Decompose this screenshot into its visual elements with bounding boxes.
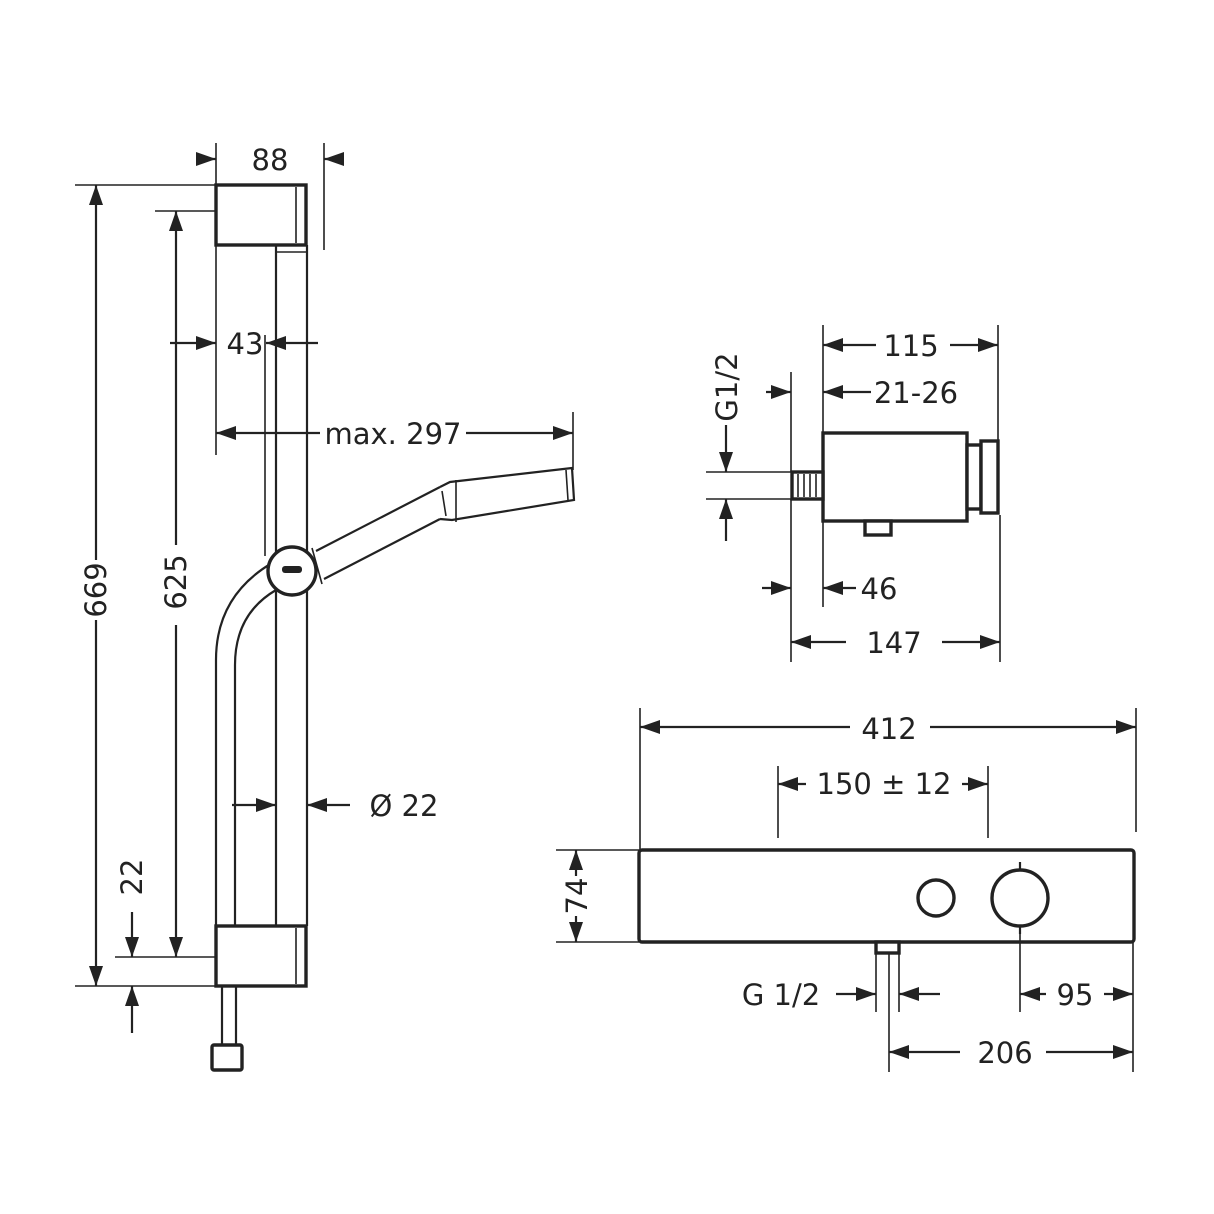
dim-outlet-thread: G1/2 bbox=[706, 352, 792, 541]
dim-outlet-depth: 115 bbox=[822, 325, 999, 441]
hand-shower bbox=[315, 466, 576, 580]
dim-rail-height-inner: 625 bbox=[155, 210, 216, 958]
dim-knob-offset: 95 bbox=[1019, 930, 1134, 1072]
dim-label-46: 46 bbox=[861, 572, 898, 606]
dim-label-g12-vertical: G1/2 bbox=[710, 352, 744, 421]
dim-label-669: 669 bbox=[79, 562, 113, 617]
dim-bottom-gap: 22 bbox=[115, 859, 155, 1033]
dim-label-21-26: 21-26 bbox=[874, 376, 958, 410]
dim-label-88: 88 bbox=[252, 143, 289, 177]
dim-rail-height-total: 669 bbox=[75, 184, 216, 987]
dim-label-95: 95 bbox=[1057, 978, 1094, 1012]
dim-label-g12-inlet: G 1/2 bbox=[742, 978, 820, 1012]
dim-outlet-total: 147 bbox=[791, 515, 1001, 662]
dim-inlet-to-end: 206 bbox=[889, 1036, 1133, 1070]
dim-outlet-adjust: 21-26 bbox=[766, 372, 958, 472]
shower-rail-set: 88 669 625 43 bbox=[75, 143, 576, 1072]
dim-thermostat-width: 412 bbox=[639, 708, 1137, 850]
rail-slider bbox=[266, 545, 323, 597]
dim-label-412: 412 bbox=[861, 712, 916, 746]
dim-max-reach: max. 297 bbox=[216, 412, 574, 470]
dim-label-43: 43 bbox=[227, 327, 264, 361]
dim-thermostat-height: 74 bbox=[556, 849, 639, 943]
top-bracket bbox=[214, 183, 308, 247]
dim-label-22: 22 bbox=[115, 859, 149, 896]
thermostat-button bbox=[916, 878, 956, 918]
shower-hose-tube bbox=[214, 562, 277, 926]
wall-outlet: 115 21-26 G1/2 46 bbox=[706, 325, 1001, 662]
dim-rail-width: 88 bbox=[196, 143, 344, 250]
dim-label-d22: Ø 22 bbox=[370, 789, 439, 823]
dim-label-147: 147 bbox=[866, 626, 921, 660]
dim-outlet-offset: 46 bbox=[762, 499, 897, 662]
dim-inlet-spacing: 150 ± 12 bbox=[777, 766, 989, 838]
dim-slider-offset: 43 bbox=[170, 245, 318, 455]
hose-end bbox=[210, 986, 244, 1072]
thermostat-knob bbox=[990, 868, 1050, 928]
dim-label-115: 115 bbox=[883, 329, 938, 363]
thermostat: 412 150 ± 12 74 G 1/2 bbox=[556, 708, 1137, 1072]
dim-label-74: 74 bbox=[560, 878, 594, 915]
dim-label-150-12: 150 ± 12 bbox=[817, 767, 952, 801]
dim-label-max-297: max. 297 bbox=[325, 417, 462, 451]
dim-label-206: 206 bbox=[977, 1036, 1032, 1070]
dim-label-625: 625 bbox=[159, 554, 193, 609]
dim-tube-diameter: Ø 22 bbox=[232, 789, 438, 823]
bottom-bracket bbox=[214, 924, 308, 988]
dim-inlet-thread: G 1/2 bbox=[742, 953, 940, 1072]
